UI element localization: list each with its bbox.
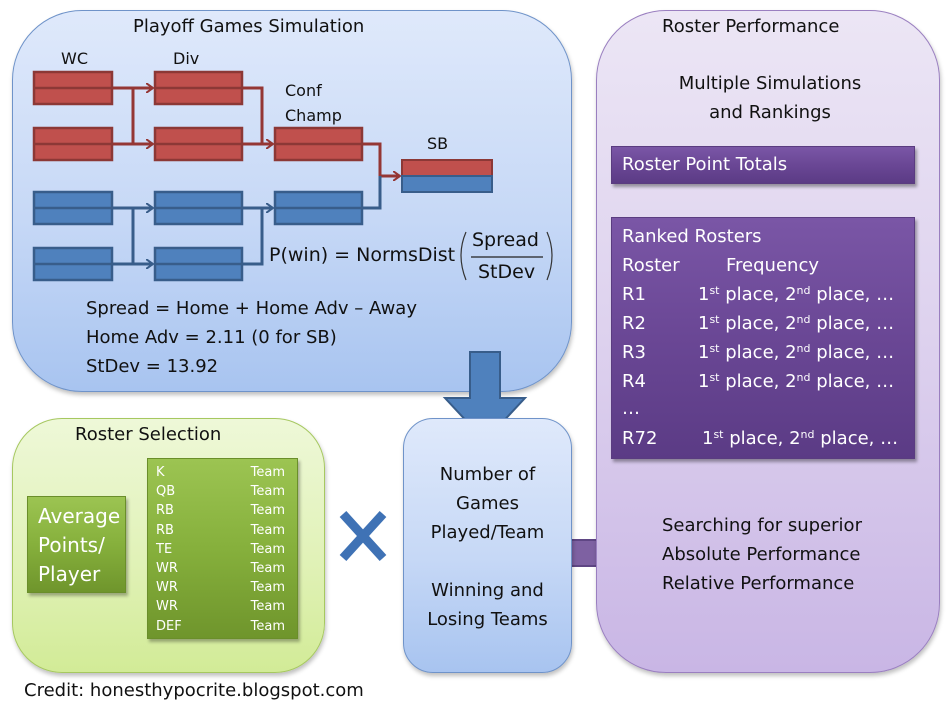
round-label-div: Div xyxy=(173,49,200,68)
roster-position: QB xyxy=(156,484,176,500)
roster-point-totals-label: Roster Point Totals xyxy=(622,154,788,175)
note-home-adv: Home Adv = 2.11 (0 for SB) xyxy=(86,327,337,348)
games-played-panel xyxy=(403,418,572,673)
performance-subtitle-1: Multiple Simulations xyxy=(678,73,862,94)
roster-position: WR xyxy=(156,580,178,596)
roster-position: RB xyxy=(156,522,174,538)
roster-row: K Team xyxy=(156,463,291,482)
connector-red xyxy=(362,142,400,176)
performance-subtitle-2: and Rankings xyxy=(709,102,831,123)
roster-row: RB Team xyxy=(156,521,291,540)
multiply-x-icon xyxy=(339,510,387,562)
roster-team: Team xyxy=(250,599,285,615)
bracket-slot-sb-nfc xyxy=(401,175,493,193)
note-spread: Spread = Home + Home Adv – Away xyxy=(86,298,417,319)
round-label-sb: SB xyxy=(427,134,449,153)
connector-blue xyxy=(362,176,382,210)
games-played-text: Number of Games Played/Team Winning and … xyxy=(427,464,548,630)
roster-team: Team xyxy=(250,465,285,480)
roster-position: DEF xyxy=(156,618,182,634)
round-label-conf: Conf xyxy=(285,81,322,100)
roster-position: WR xyxy=(156,561,178,576)
roster-row: WR Team xyxy=(156,597,291,616)
roster-row: WR Team xyxy=(156,559,291,578)
average-points-box: Average Points/ Player xyxy=(27,496,126,593)
note-stdev: StDev = 13.92 xyxy=(86,356,219,377)
roster-position: WR xyxy=(156,599,178,615)
roster-team: Team xyxy=(250,561,285,576)
search-line-1: Searching for superior xyxy=(662,515,862,536)
roster-row: RB Team xyxy=(156,501,291,520)
roster-team: Team xyxy=(250,484,285,500)
connector-red xyxy=(242,86,264,144)
formula-denominator: StDev xyxy=(478,261,536,283)
ranked-rosters-title: Ranked Rosters xyxy=(622,226,762,247)
roster-team: Team xyxy=(250,522,285,538)
connector-blue xyxy=(242,208,264,266)
roster-row: TE Team xyxy=(156,540,291,559)
roster-team: Team xyxy=(250,503,285,519)
formula-numerator: Spread xyxy=(472,229,539,251)
simulation-title: Playoff Games Simulation xyxy=(133,16,365,37)
header-frequency: Frequency xyxy=(726,255,819,276)
roster-team: Team xyxy=(250,541,285,557)
formula-right-paren xyxy=(546,231,553,281)
roster-position: TE xyxy=(156,541,173,557)
roster-position: RB xyxy=(156,503,174,519)
performance-title: Roster Performance xyxy=(662,16,840,37)
roster-row: WR Team xyxy=(156,578,291,597)
search-line-3: Relative Performance xyxy=(662,573,855,594)
round-label-wc: WC xyxy=(61,49,88,68)
selection-title: Roster Selection xyxy=(75,424,222,445)
bracket-slot-sb-afc xyxy=(401,159,493,177)
ranked-rosters-header: Roster Frequency xyxy=(622,255,819,276)
roster-row: QB Team xyxy=(156,482,291,501)
formula-lhs: P(win) = NormsDist xyxy=(269,244,456,266)
credit-text: Credit: honesthypocrite.blogspot.com xyxy=(24,680,364,701)
search-line-2: Absolute Performance xyxy=(662,544,861,565)
roster-point-totals-box: Roster Point Totals xyxy=(611,146,915,184)
header-roster: Roster xyxy=(622,255,680,276)
formula-left-paren xyxy=(460,231,467,281)
roster-team: Team xyxy=(250,580,285,596)
roster-row: DEF Team xyxy=(156,617,291,636)
roster-position: K xyxy=(156,465,165,480)
ranked-row-ellipsis: … xyxy=(622,398,640,419)
round-label-champ: Champ xyxy=(285,106,342,125)
roster-team: Team xyxy=(250,618,285,634)
